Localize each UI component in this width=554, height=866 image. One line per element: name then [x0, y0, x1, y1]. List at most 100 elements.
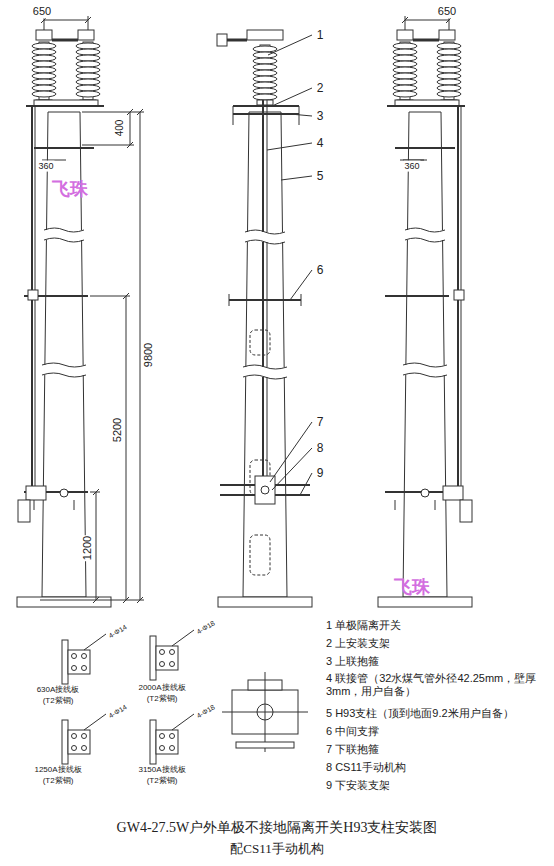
bracket-leg [74, 500, 75, 510]
parts-list-item: 4 联接管（32水煤气管外径42.25mm，壁厚3mm，用户自备） [326, 672, 540, 698]
conductor-bar [62, 720, 68, 764]
dimension-tick [93, 597, 99, 603]
insulator-shed [437, 73, 461, 79]
upper-support [26, 105, 104, 107]
insulator-shed [76, 91, 100, 97]
dimension-text: 360 [37, 161, 54, 172]
plate-label: (T2紫铜) [146, 694, 179, 704]
upper-clamp [395, 147, 455, 149]
extension-line [82, 112, 144, 113]
leader-line [290, 270, 312, 300]
leader-line [84, 714, 106, 730]
callout-number: 5 [316, 169, 325, 183]
insulator-shed [393, 79, 417, 85]
dimension-line [405, 20, 449, 21]
bolt-hole [170, 662, 175, 667]
insulator-flange [257, 100, 273, 105]
dimension-tick [123, 293, 129, 299]
break-line [44, 238, 84, 242]
insulator-shed [32, 79, 56, 85]
upper-support [233, 105, 299, 107]
plate-label: 3150A接线板 [137, 765, 186, 775]
insulator-shed [76, 73, 100, 79]
leader-line [290, 114, 312, 116]
h93-pole [403, 112, 447, 597]
mounting-bar [236, 742, 294, 748]
dimension-text: 360 [403, 161, 420, 172]
leader-line [172, 630, 194, 646]
bracket-leg [299, 106, 300, 125]
insulator-shed [253, 70, 277, 76]
break-line [403, 363, 447, 367]
dimension-text: 650 [32, 5, 52, 18]
insulator-shed [32, 91, 56, 97]
terminal-plate [68, 730, 90, 754]
leader-line [84, 634, 106, 650]
drawing-title: GW4-27.5W户外单极不接地隔离开关H93支柱安装图 [117, 819, 438, 837]
bolt-hole [72, 746, 77, 751]
insulator-shed [393, 43, 417, 49]
insulator-shed [437, 61, 461, 67]
bolt-hole [82, 666, 87, 671]
callout-number: 1 [316, 28, 325, 42]
parts-list-item: 3 上联抱箍 [326, 655, 379, 668]
insulator-shed [32, 67, 56, 73]
terminal-plate [156, 730, 178, 754]
h93-pole [243, 112, 287, 597]
extension-line [88, 16, 89, 30]
insulator-shed [253, 64, 277, 70]
insulator-shed [253, 94, 277, 100]
break-line [44, 228, 84, 232]
leader-line [268, 35, 312, 55]
dimension-line [130, 112, 131, 145]
connecting-tube [267, 100, 268, 478]
blade [413, 39, 439, 42]
terminal-plate [68, 650, 90, 674]
break-line [42, 373, 86, 377]
break-line [245, 240, 285, 244]
callout-number: 7 [316, 415, 325, 429]
terminal [397, 30, 413, 40]
callout-number: 4 [316, 136, 325, 150]
conductor-bar [150, 636, 156, 680]
insulator-shed [393, 55, 417, 61]
bolt-hole [160, 734, 165, 739]
bolt-hole [82, 746, 87, 751]
cs11-mechanism [18, 500, 30, 522]
leader-line [172, 714, 194, 730]
bolt-hole [170, 650, 175, 655]
insulator-shed [76, 61, 100, 67]
insulator-shed [76, 49, 100, 55]
bolt-hole [160, 650, 165, 655]
parts-list-item: 6 中间支撑 [326, 725, 379, 738]
callout-number: 3 [316, 109, 325, 123]
upper-support [387, 105, 465, 107]
watermark: 飞珠 [393, 577, 431, 599]
mechanism-body [26, 486, 46, 500]
watermark: 飞珠 [51, 179, 89, 201]
dimension-text: 4-Φ14 [107, 623, 130, 641]
bolt-hole [160, 746, 165, 751]
connecting-tube [262, 100, 264, 478]
insulator-shed [437, 91, 461, 97]
mechanism-body [443, 486, 463, 500]
insulator-shed [393, 91, 417, 97]
dimension-tick [137, 597, 143, 603]
shaft [261, 486, 269, 494]
extension-line [405, 16, 406, 30]
insulator-shed [393, 67, 417, 73]
plate-label: (T2紫铜) [146, 776, 179, 786]
insulator-shed [437, 79, 461, 85]
dimension-text: 4-Φ18 [195, 703, 218, 721]
leader-line [281, 176, 312, 180]
callout-number: 6 [316, 263, 325, 277]
insulator-shed [393, 85, 417, 91]
insulator-shed [437, 85, 461, 91]
terminal [247, 30, 283, 40]
leader-line [270, 422, 312, 482]
parts-list-item: 2 上安装支架 [326, 637, 390, 650]
bolt-hole [82, 654, 87, 659]
dimension-text: 4-Φ18 [195, 619, 218, 637]
insulator-shed [437, 49, 461, 55]
callout-number: 9 [316, 466, 325, 480]
